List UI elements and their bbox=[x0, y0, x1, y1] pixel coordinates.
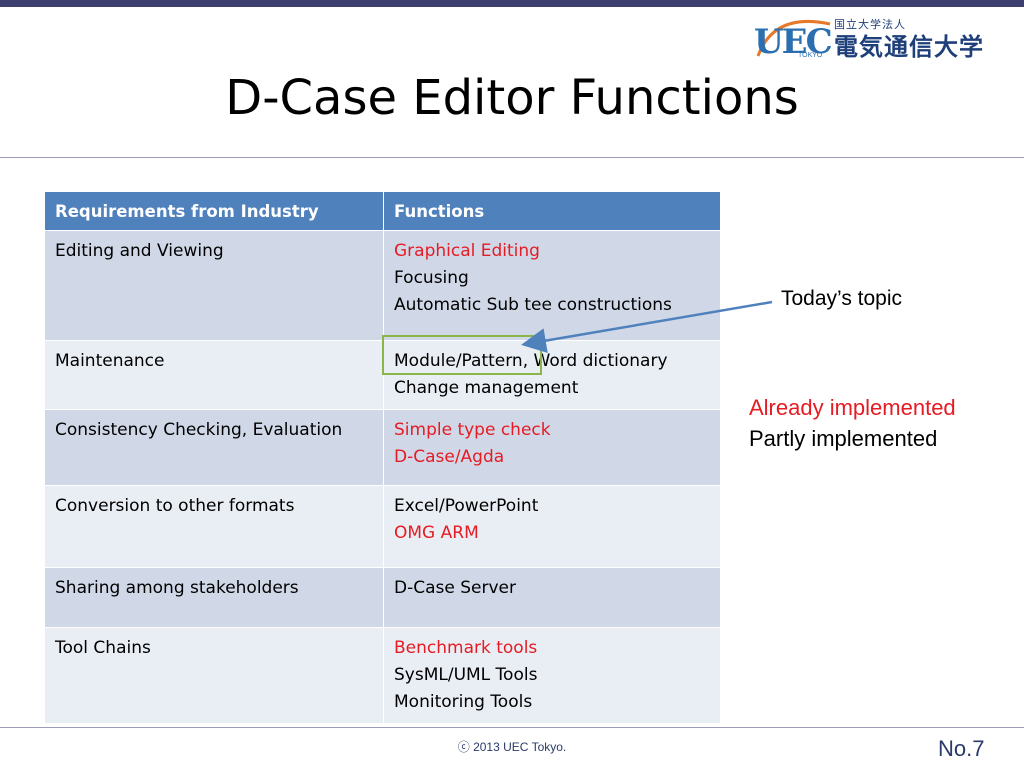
function-item: SysML/UML Tools bbox=[394, 665, 538, 685]
uec-logo: UEC TOKYO 国立大学法人 電気通信大学 bbox=[754, 14, 1004, 66]
legend-implemented: Already implemented bbox=[749, 395, 956, 420]
page-number: No.7 bbox=[938, 736, 985, 761]
function-item: Simple type check bbox=[394, 420, 551, 440]
function-item: OMG ARM bbox=[394, 523, 479, 543]
callout-text: Today’s topic bbox=[781, 287, 903, 310]
function-item: D-Case/Agda bbox=[394, 447, 505, 467]
logo-swoosh-icon bbox=[756, 19, 831, 57]
functions-cell: D-Case Server bbox=[383, 567, 721, 628]
logo-org-name: 電気通信大学 bbox=[834, 33, 984, 61]
requirement-cell: Consistency Checking, Evaluation bbox=[44, 409, 384, 486]
requirement-cell: Sharing among stakeholders bbox=[44, 567, 384, 628]
copyright: ⓒ 2013 UEC Tokyo. bbox=[457, 740, 567, 754]
logo-mark: UEC bbox=[754, 22, 833, 62]
highlight-box bbox=[382, 335, 542, 375]
function-item: Focusing bbox=[394, 268, 469, 288]
slide-title: D-Case Editor Functions bbox=[225, 70, 799, 126]
legend: Already implemented Partly implemented bbox=[749, 392, 956, 454]
header-requirements: Requirements from Industry bbox=[44, 191, 384, 231]
footer-divider bbox=[0, 727, 1024, 728]
function-item: Excel/PowerPoint bbox=[394, 496, 539, 516]
function-item: Change management bbox=[394, 378, 579, 398]
logo-mark-sub: TOKYO bbox=[798, 52, 823, 59]
requirements-table: Requirements from Industry Functions Edi… bbox=[44, 191, 721, 724]
legend-partial: Partly implemented bbox=[749, 426, 938, 451]
header-functions: Functions bbox=[383, 191, 721, 231]
title-divider bbox=[0, 157, 1024, 158]
table-header-row: Requirements from Industry Functions bbox=[44, 191, 721, 231]
function-item: Module/Pattern, Word dictionary bbox=[394, 351, 668, 371]
requirement-cell: Editing and Viewing bbox=[44, 230, 384, 341]
function-item: D-Case Server bbox=[394, 578, 516, 598]
function-item: Monitoring Tools bbox=[394, 692, 533, 712]
function-item: Benchmark tools bbox=[394, 638, 538, 658]
table-row: Sharing among stakeholders D-Case Server bbox=[44, 567, 721, 628]
function-item: Graphical Editing bbox=[394, 241, 540, 261]
logo-org-small: 国立大学法人 bbox=[834, 19, 906, 31]
requirement-cell: Tool Chains bbox=[44, 627, 384, 724]
requirement-cell: Maintenance bbox=[44, 340, 384, 410]
requirement-cell: Conversion to other formats bbox=[44, 485, 384, 568]
function-item: Automatic Sub tee constructions bbox=[394, 295, 672, 315]
top-accent-bar bbox=[0, 0, 1024, 7]
